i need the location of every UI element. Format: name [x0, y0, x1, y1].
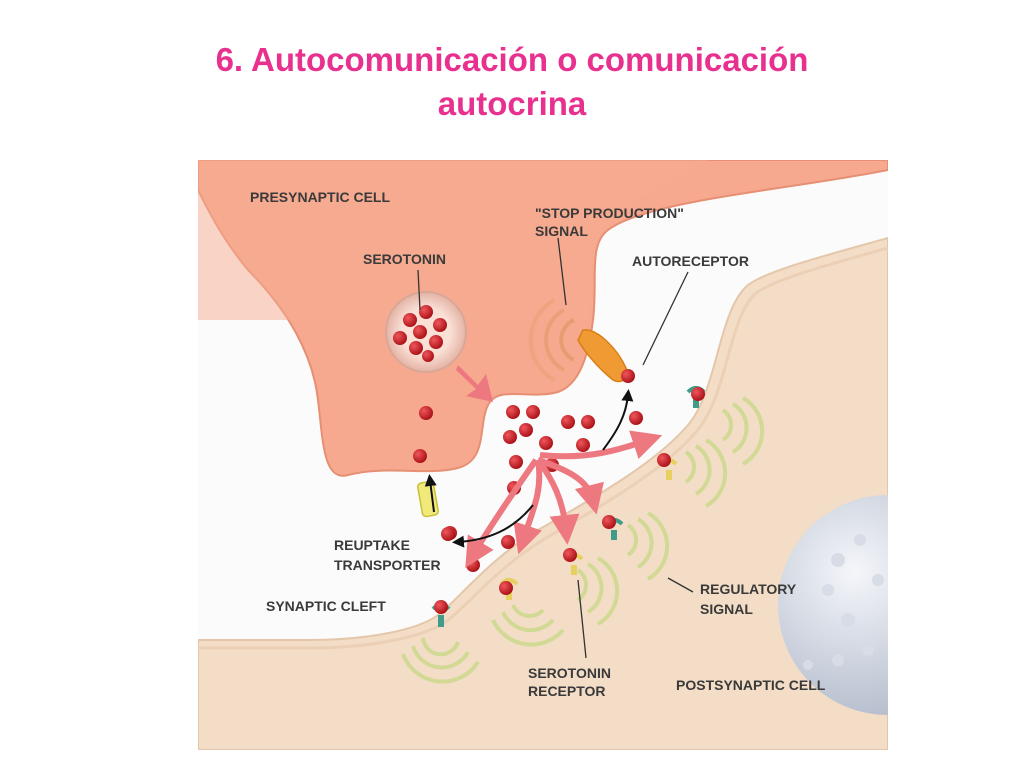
- label-reuptake-1: REUPTAKE: [334, 537, 410, 553]
- label-serotonin-receptor-1: SEROTONIN: [528, 665, 611, 681]
- autoreceptor-arrow: [602, 389, 634, 451]
- synapse-illustration: PRESYNAPTIC CELL "STOP PRODUCTION" SIGNA…: [188, 160, 888, 750]
- diffusion-arrows: [465, 430, 663, 568]
- label-autoreceptor: AUTORECEPTOR: [632, 253, 749, 269]
- vesicle-sphere: [778, 495, 888, 715]
- postsynaptic-cell: [197, 236, 888, 750]
- reuptake-arrow: [452, 504, 534, 548]
- serotonin-vesicle: [385, 291, 467, 373]
- leader-lines: [417, 237, 694, 659]
- label-stop-production-1: "STOP PRODUCTION": [535, 205, 684, 221]
- synapse-diagram: PRESYNAPTIC CELL "STOP PRODUCTION" SIGNA…: [188, 160, 888, 750]
- label-postsynaptic-cell: POSTSYNAPTIC CELL: [676, 677, 826, 693]
- page-title: 6. Autocomunicación o comunicación autoc…: [0, 38, 1024, 126]
- label-presynaptic-cell: PRESYNAPTIC CELL: [250, 189, 390, 205]
- title-line-1: 6. Autocomunicación o comunicación: [215, 41, 809, 78]
- label-stop-production-2: SIGNAL: [535, 223, 588, 239]
- label-synaptic-cleft: SYNAPTIC CLEFT: [266, 598, 386, 614]
- title-line-2: autocrina: [437, 85, 587, 122]
- reuptake-transporter-icon: [417, 474, 439, 518]
- label-serotonin: SEROTONIN: [363, 251, 446, 267]
- label-regulatory-1: REGULATORY: [700, 581, 797, 597]
- label-reuptake-2: TRANSPORTER: [334, 557, 441, 573]
- label-serotonin-receptor-2: RECEPTOR: [528, 683, 606, 699]
- label-regulatory-2: SIGNAL: [700, 601, 753, 617]
- release-arrow: [456, 365, 493, 402]
- regulatory-signal-waves: [401, 396, 765, 684]
- serotonin-receptors: [431, 386, 706, 627]
- stop-production-signal-waves: [528, 298, 575, 382]
- autoreceptor-icon: [577, 329, 635, 383]
